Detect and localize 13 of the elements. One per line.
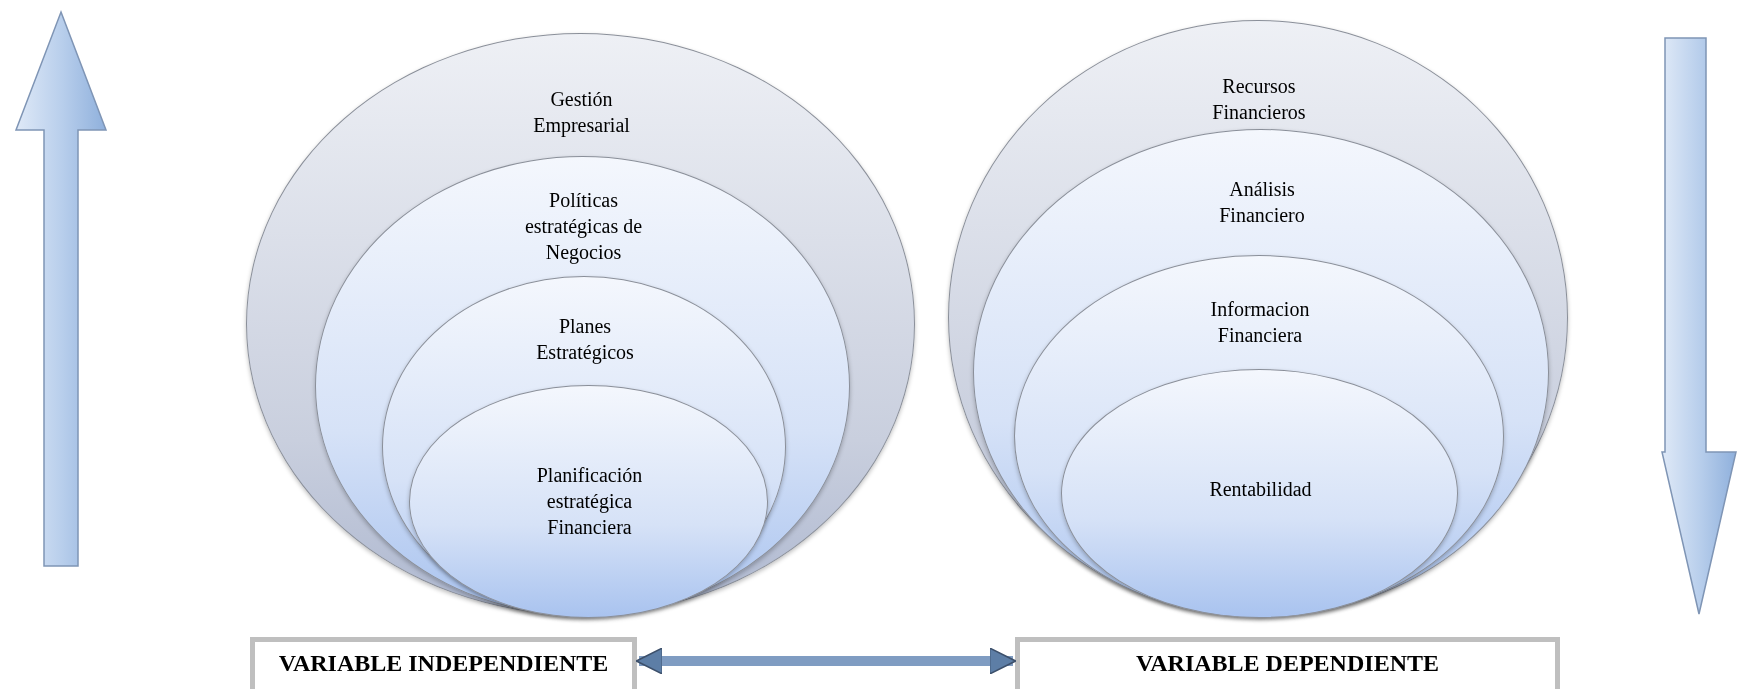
ellipse-label: Políticas estratégicas de Negocios bbox=[523, 188, 644, 265]
double-arrow bbox=[635, 647, 1017, 675]
variable-box bbox=[1015, 637, 1560, 689]
ellipse-label: Gestión Empresarial bbox=[532, 87, 631, 138]
ellipse-label: Análisis Financiero bbox=[1218, 177, 1306, 228]
ellipse-label: Planes Estratégicos bbox=[535, 314, 635, 365]
ellipse-label: Planificación estratégica Financiera bbox=[535, 463, 644, 540]
variable-box bbox=[250, 637, 637, 689]
ellipse-label: Rentabilidad bbox=[1208, 477, 1313, 502]
ellipse-label: Recursos Financieros bbox=[1211, 74, 1307, 125]
box-label: VARIABLE DEPENDIENTE bbox=[1136, 649, 1439, 678]
box-label: VARIABLE INDEPENDIENTE bbox=[278, 649, 609, 678]
ellipse-label: Informacion Financiera bbox=[1209, 297, 1311, 348]
